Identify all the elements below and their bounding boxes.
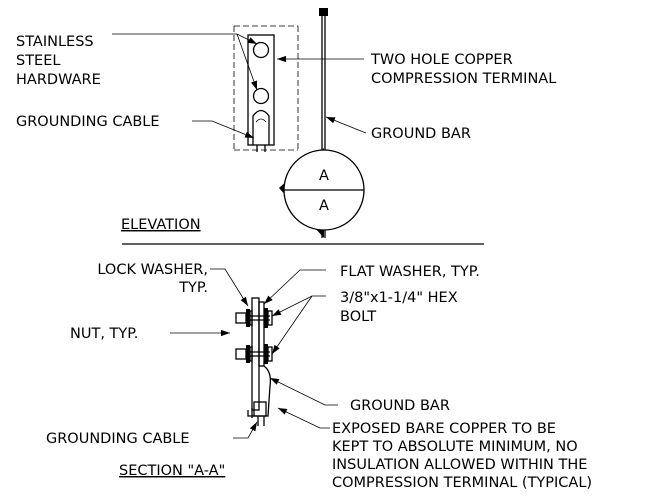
label-flat-washer: FLAT WASHER, TYP.: [340, 264, 480, 280]
elevation-view: A A STAINLESS STEEL HARDWARE GROUNDING C…: [16, 8, 556, 238]
elevation-leaders: [112, 33, 367, 139]
hex-bolt-1: [235, 308, 273, 328]
label-ground-bar-elevation: GROUND BAR: [371, 126, 471, 142]
section-marker-bottom: A: [319, 198, 329, 214]
section-title: SECTION "A-A": [119, 463, 225, 479]
label-grounding-cable-section: GROUNDING CABLE: [46, 431, 190, 447]
label-stainless-3: HARDWARE: [16, 72, 101, 88]
label-terminal-1: TWO HOLE COPPER: [370, 52, 513, 68]
label-terminal-2: COMPRESSION TERMINAL: [371, 71, 556, 87]
label-exposed-4: COMPRESSION TERMINAL (TYPICAL): [332, 475, 592, 491]
label-exposed-1: EXPOSED BARE COPPER TO BE: [332, 421, 556, 437]
label-exposed-3: INSULATION ALLOWED WITHIN THE: [332, 457, 587, 473]
terminal-hole-2: [252, 87, 270, 105]
label-ground-bar-section: GROUND BAR: [350, 398, 450, 414]
compression-terminal-elevation: [247, 34, 275, 146]
label-nut: NUT, TYP.: [70, 326, 138, 342]
section-view: LOCK WASHER, TYP. FLAT WASHER, TYP. 3/8"…: [46, 262, 592, 491]
label-hex-bolt-2: BOLT: [340, 309, 376, 325]
grounding-cable-elevation: [256, 145, 266, 152]
hex-bolt-2: [235, 344, 273, 364]
label-stainless-1: STAINLESS: [16, 34, 94, 50]
label-exposed-2: KEPT TO ABSOLUTE MINIMUM, NO: [332, 439, 578, 455]
label-hex-bolt-1: 3/8"x1-1/4" HEX: [340, 290, 458, 306]
label-lock-washer-2: TYP.: [178, 280, 208, 296]
section-marker-top: A: [319, 168, 329, 184]
grounding-cable-section: [257, 416, 265, 426]
section-leaders: [170, 268, 338, 439]
terminal-hole-1: [252, 41, 270, 59]
section-cut-marker: [279, 148, 365, 238]
hidden-outline: [233, 25, 299, 151]
compression-terminal-section: [247, 301, 272, 417]
label-grounding-cable-elevation: GROUNDING CABLE: [16, 114, 160, 130]
label-lock-washer-1: LOCK WASHER,: [97, 262, 208, 278]
elevation-title: ELEVATION: [121, 217, 201, 233]
label-stainless-2: STEEL: [16, 53, 60, 69]
